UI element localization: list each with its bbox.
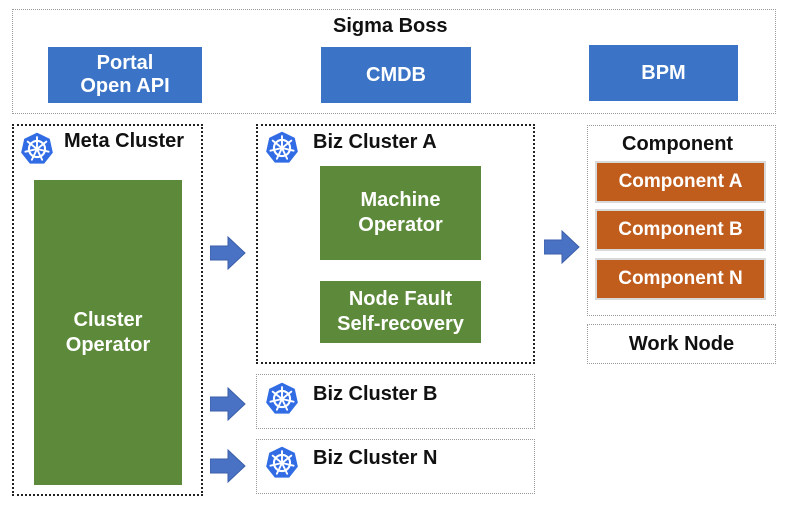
kubernetes-icon [263, 444, 301, 482]
work-node-box: Work Node [587, 324, 776, 364]
meta-cluster-title: Meta Cluster [64, 130, 185, 152]
kubernetes-icon [263, 380, 301, 418]
biz-cluster-a-panel [256, 124, 535, 364]
right-arrow-icon [210, 449, 246, 483]
node-fault-self-recovery-box: Node Fault Self-recovery [320, 281, 481, 343]
component-b-box: Component B [595, 209, 766, 251]
meta-cluster-panel [12, 124, 203, 496]
right-arrow-icon [544, 230, 580, 264]
component-panel-title: Component [622, 133, 734, 155]
kubernetes-icon [263, 129, 301, 167]
component-a-box: Component A [595, 161, 766, 203]
biz-cluster-n-title: Biz Cluster N [313, 447, 438, 469]
work-node-label: Work Node [628, 332, 735, 355]
right-arrow-icon [210, 387, 246, 421]
biz-cluster-b-panel [256, 374, 535, 429]
bpm-box: BPM [589, 45, 738, 101]
machine-operator-box: Machine Operator [320, 166, 481, 260]
portal-open-api-box: Portal Open API [48, 47, 202, 103]
biz-cluster-n-panel [256, 439, 535, 494]
component-n-box: Component N [595, 258, 766, 300]
kubernetes-icon [18, 130, 56, 168]
right-arrow-icon [210, 236, 246, 270]
biz-cluster-b-title: Biz Cluster B [313, 383, 438, 405]
cmdb-box: CMDB [321, 47, 471, 103]
sigma-boss-title: Sigma Boss [333, 15, 448, 37]
cluster-operator-box: Cluster Operator [34, 180, 182, 485]
component-panel [587, 125, 776, 316]
biz-cluster-a-title: Biz Cluster A [313, 131, 437, 153]
sigma-boss-panel [12, 9, 776, 114]
